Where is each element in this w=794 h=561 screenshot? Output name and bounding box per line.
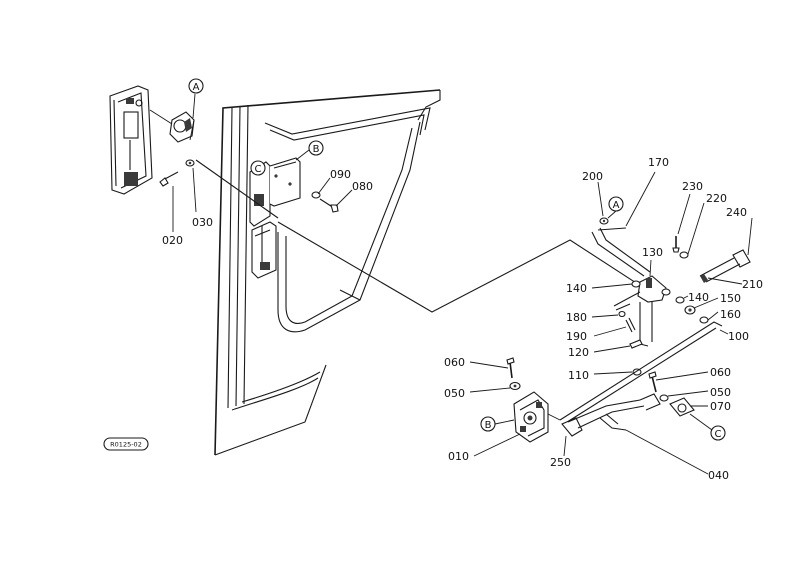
label-140-right: 140 [688, 291, 709, 304]
label-140-left: 140 [566, 282, 587, 295]
label-060-right: 060 [710, 366, 731, 379]
ref-circle-c-right: C [710, 425, 726, 441]
screw-080-washer-090 [311, 177, 353, 213]
label-150: 150 [720, 292, 741, 305]
label-210: 210 [742, 278, 763, 291]
svg-text:C: C [255, 164, 262, 175]
door-lock-plate [249, 157, 301, 279]
label-060-left: 060 [444, 356, 465, 369]
pin-060-washer-050-left [469, 357, 521, 393]
label-050-right: 050 [710, 386, 731, 399]
label-050-left: 050 [444, 387, 465, 400]
label-120: 120 [568, 346, 589, 359]
lever-bracket-130 [591, 259, 719, 347]
latch-010 [473, 391, 549, 457]
label-010: 010 [448, 450, 469, 463]
label-220: 220 [706, 192, 727, 205]
door-panel [214, 89, 441, 456]
bolt-240-spring-210 [699, 217, 753, 285]
label-180: 180 [566, 311, 587, 324]
screw-020-washer-030 [159, 159, 197, 232]
pin-060-washer-050-070-right [648, 371, 713, 431]
svg-text:A: A [193, 82, 200, 93]
label-020: 020 [162, 234, 183, 247]
linkage-rod [195, 159, 651, 313]
label-230: 230 [682, 180, 703, 193]
label-040: 040 [708, 469, 729, 482]
ref-circle-a-top: A [188, 78, 204, 94]
label-250: 250 [550, 456, 571, 469]
inner-handle-assembly [109, 85, 196, 195]
washer-200 [597, 181, 609, 225]
ref-circle-a-right: A [607, 196, 624, 219]
label-030: 030 [192, 216, 213, 229]
label-110: 110 [568, 369, 589, 382]
label-090: 090 [330, 168, 351, 181]
label-130: 130 [642, 246, 663, 259]
label-080: 080 [352, 180, 373, 193]
label-070: 070 [710, 400, 731, 413]
label-240: 240 [726, 206, 747, 219]
label-170: 170 [648, 156, 669, 169]
ref-circle-b-door: B [295, 140, 324, 161]
label-160: 160 [720, 308, 741, 321]
svg-text:A: A [613, 200, 620, 211]
label-200: 200 [582, 170, 603, 183]
rod-100 [559, 321, 729, 425]
part-labels: 010 020 030 040 050 060 050 060 070 080 … [162, 156, 763, 482]
pin-230-washer-220 [672, 193, 705, 259]
label-100: 100 [728, 330, 749, 343]
label-190: 190 [566, 330, 587, 343]
svg-text:R0125-02: R0125-02 [110, 441, 142, 449]
lever-250-rod-040 [547, 393, 709, 475]
ref-circle-b-latch: B [480, 416, 496, 432]
svg-text:B: B [313, 144, 320, 155]
svg-text:B: B [485, 420, 492, 431]
diagram-code-badge: R0125-02 [103, 437, 149, 451]
spring-190-pin-120 [591, 310, 643, 376]
ref-circle-c-door: C [250, 160, 266, 176]
rod-170 [591, 171, 656, 277]
svg-text:C: C [715, 429, 722, 440]
